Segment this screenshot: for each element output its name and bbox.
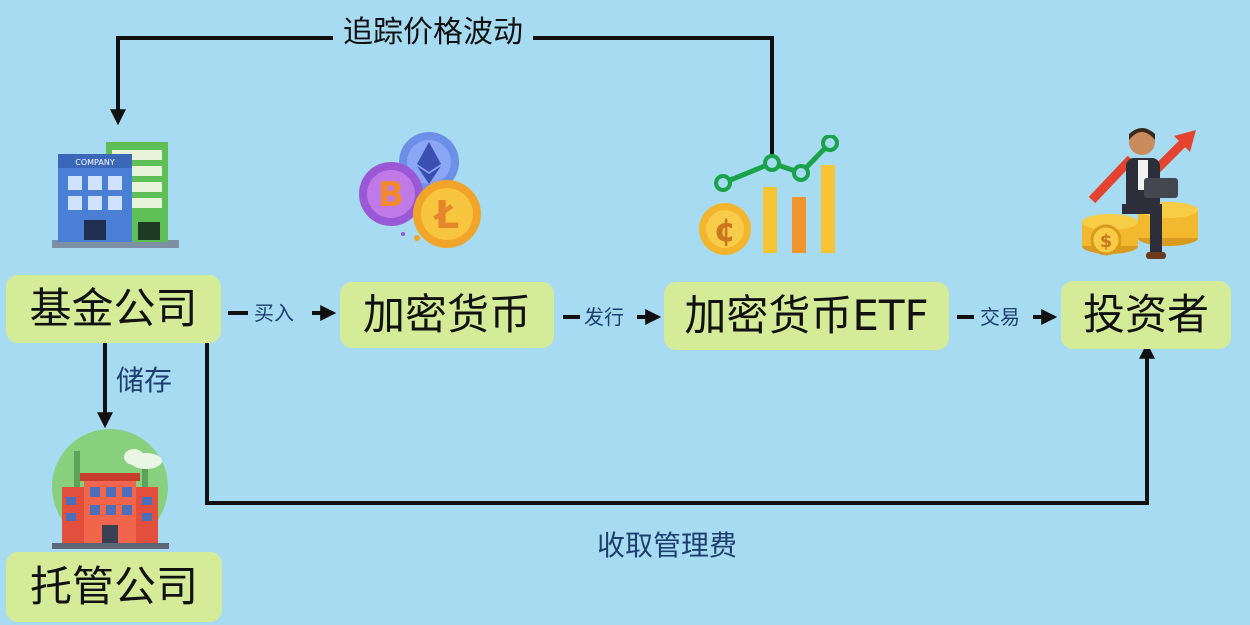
crypto-node: 加密货币 — [340, 282, 554, 348]
issue-label: 发行 — [584, 305, 624, 329]
fund-company-node: 基金公司 — [6, 275, 221, 343]
fund-company-label: 基金公司 — [29, 284, 198, 333]
buy-label: 买入 — [254, 301, 294, 325]
litecoin-glyph: Ł — [433, 193, 459, 237]
track-price-label: 追踪价格波动 — [333, 18, 533, 48]
investor-label: 投资者 — [1082, 290, 1209, 339]
fee-label: 收取管理费 — [597, 529, 738, 562]
crypto-etf-node: 加密货币ETF — [664, 282, 949, 350]
bitcoin-glyph: B — [378, 175, 404, 215]
company-building-icon: COMPANY — [52, 142, 179, 248]
store-label: 储存 — [116, 364, 173, 397]
etf-chart-icon: ¢ — [699, 135, 839, 255]
crypto-coins-icon: B Ł — [359, 132, 481, 248]
cent-coin-glyph: ¢ — [714, 211, 736, 249]
trade-label: 交易 — [980, 305, 1020, 329]
custodian-node: 托管公司 — [6, 552, 222, 622]
investor-person-icon: $ — [1082, 128, 1198, 259]
investor-node: 投资者 — [1061, 281, 1231, 349]
fee-arrow — [205, 342, 1155, 505]
company-sign-text: COMPANY — [75, 158, 115, 167]
custodian-label: 托管公司 — [29, 562, 198, 611]
custodian-building-icon — [52, 429, 169, 549]
crypto-etf-label: 加密货币ETF — [684, 291, 929, 340]
crypto-label: 加密货币 — [362, 290, 531, 339]
dollar-coin-glyph: $ — [1100, 231, 1113, 252]
